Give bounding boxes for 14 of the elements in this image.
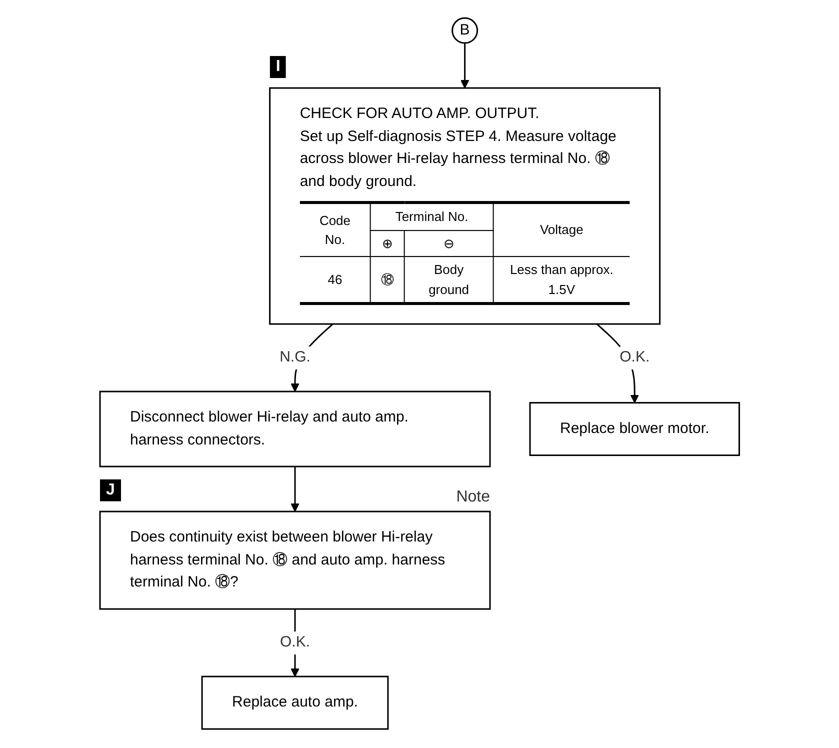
step-marker: I	[270, 56, 286, 78]
arrow	[460, 44, 470, 89]
arrow	[290, 467, 300, 512]
node-box: CHECK FOR AUTO AMP. OUTPUT. Set up Self-diagnosis STEP 4. Measure voltage across blower Hi-relay harness terminal No. ⑱ and body ground. Code No. Terminal No. Voltage ⊕ ⊖ 46 ⑱ Body ground Less than approx. 1.5V	[268, 88, 660, 326]
step-marker: J	[100, 480, 121, 502]
node-circle: B	[451, 18, 478, 44]
node-box: Does continuity exist between blower Hi-relay harness terminal No. ⑱ and auto amp. harness terminal No. ⑱?	[99, 511, 491, 610]
edge-label: O.K.	[619, 349, 650, 366]
node-box: Replace auto amp.	[201, 676, 389, 730]
node-box: Replace blower motor.	[529, 402, 740, 456]
edge-label: N.G.	[279, 349, 310, 366]
node-box: Disconnect blower Hi-relay and auto amp. harness connectors.	[99, 391, 491, 468]
note-label: Note	[456, 489, 490, 506]
edge-label: O.K.	[280, 634, 310, 651]
